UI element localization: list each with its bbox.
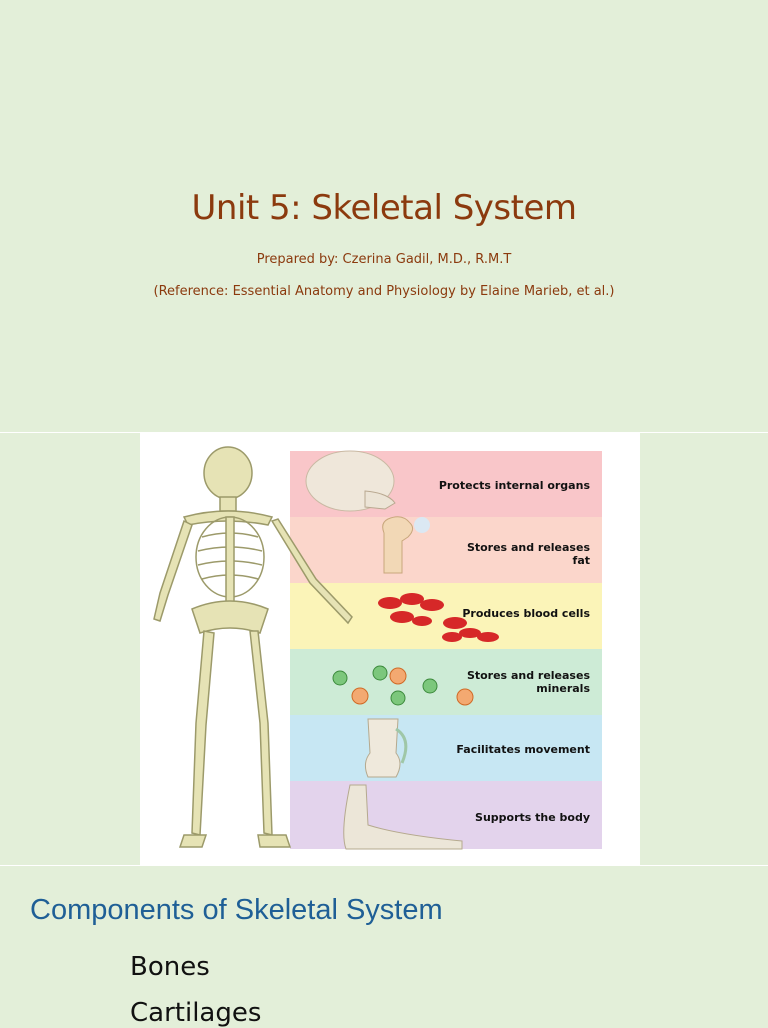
foot-icon	[343, 784, 463, 850]
knee-joint-icon	[364, 718, 408, 778]
slide-divider	[0, 865, 768, 866]
function-label: Stores and releases fat	[466, 541, 590, 567]
skeleton-functions-figure: Protects internal organs Stores and rele…	[140, 433, 640, 865]
slide-divider	[0, 432, 768, 433]
function-band-minerals: Stores and releases minerals	[290, 649, 602, 715]
component-item: Cartilages	[130, 998, 262, 1028]
components-slide: Components of Skeletal System Bones Cart…	[0, 866, 768, 1028]
component-item: Bones	[130, 952, 210, 982]
bone-fat-icon	[382, 516, 430, 574]
minerals-icon	[332, 665, 474, 706]
components-title: Components of Skeletal System	[30, 894, 443, 926]
function-label: Protects internal organs	[438, 479, 590, 492]
title-slide: Unit 5: Skeletal System Prepared by: Cze…	[0, 0, 768, 432]
function-band-movement: Facilitates movement	[290, 715, 602, 781]
skull-icon	[305, 450, 396, 512]
skeleton-figure	[153, 446, 353, 848]
function-label: Supports the body	[475, 811, 590, 824]
prepared-by-text: Prepared by: Czerina Gadil, M.D., R.M.T	[256, 252, 512, 267]
function-label: Facilitates movement	[456, 743, 590, 756]
function-band-supports: Supports the body	[290, 781, 602, 849]
function-band-fat: Stores and releases fat	[290, 517, 602, 583]
slide-title: Unit 5: Skeletal System	[191, 188, 577, 228]
function-label: Stores and releases minerals	[466, 669, 590, 695]
reference-text: (Reference: Essential Anatomy and Physio…	[153, 284, 615, 299]
blood-cells-icon	[378, 593, 499, 642]
functions-slide: Protects internal organs Stores and rele…	[0, 433, 768, 865]
skeleton-illustration	[153, 446, 499, 850]
function-label: Produces blood cells	[462, 607, 590, 620]
